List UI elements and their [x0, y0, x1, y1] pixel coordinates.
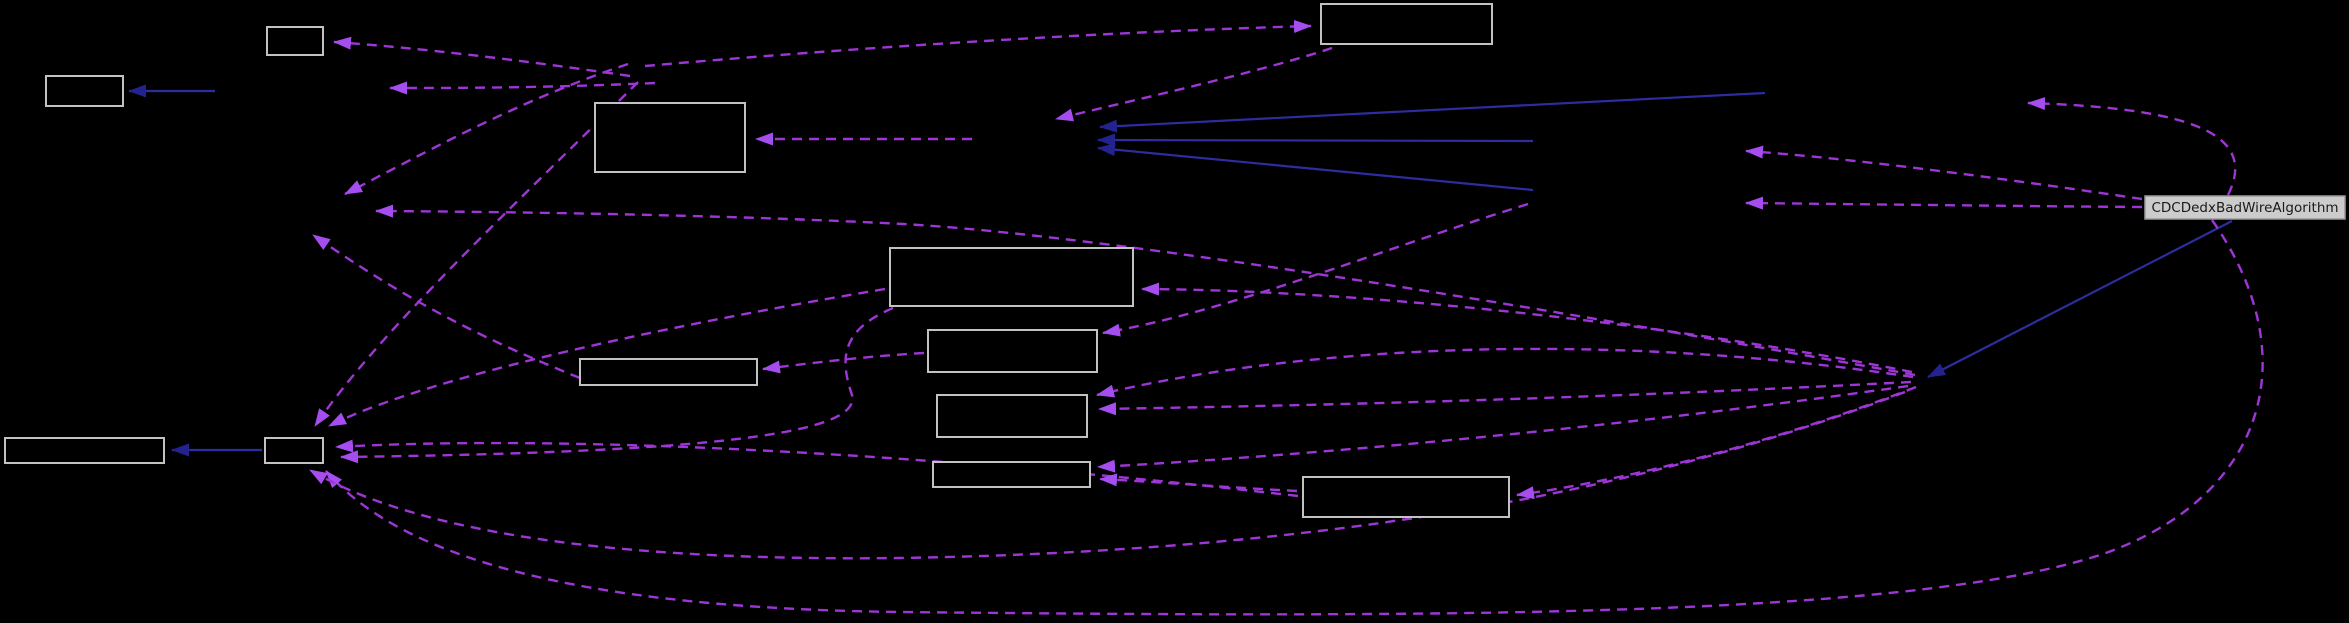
usage-edge-dashed — [644, 19, 1312, 68]
usage-edge-dashed — [314, 81, 639, 427]
graph-node-box-far-left-bottom[interactable] — [4, 437, 165, 464]
usage-edge-dashed — [335, 439, 1299, 498]
usage-edge-dashed — [762, 351, 925, 374]
graph-node-box-center-4[interactable] — [932, 461, 1091, 488]
usage-edge-dashed — [1745, 145, 2143, 201]
graph-node-box-center-right[interactable] — [1302, 476, 1510, 518]
usage-edge-dashed — [344, 62, 629, 196]
usage-edge-dashed — [2027, 97, 2237, 196]
graph-node-box-hub[interactable] — [264, 437, 324, 464]
usage-edge-dashed — [389, 81, 656, 95]
usage-edge-dashed — [1141, 282, 1913, 374]
inheritance-edge-solid — [1927, 220, 2233, 378]
usage-edge-dashed — [1098, 380, 1912, 416]
usage-edge-dashed — [325, 219, 2264, 616]
inheritance-edge-solid — [1097, 143, 1534, 192]
graph-node-label: CDCDedxBadWireAlgorithm — [2151, 200, 2338, 216]
graph-node-box-top-small[interactable] — [266, 26, 324, 56]
usage-edge-dashed — [1096, 347, 1914, 398]
usage-edge-dashed — [333, 36, 631, 78]
graph-node-box-center-1[interactable] — [889, 247, 1134, 307]
usage-edge-dashed — [340, 306, 894, 464]
graph-node-box-center-3[interactable] — [936, 394, 1088, 438]
graph-node-box-left-center[interactable] — [579, 358, 758, 386]
graph-node-highlighted[interactable] — [2144, 195, 2346, 220]
usage-edge-dashed — [1055, 46, 1333, 122]
graph-node-box-large[interactable] — [594, 102, 746, 173]
graph-node-box-center-2[interactable] — [927, 329, 1098, 373]
usage-edge-dashed — [312, 234, 581, 380]
usage-edge-dashed — [1745, 196, 2143, 210]
inheritance-edge-solid — [1099, 91, 1766, 133]
usage-edge-dashed — [1097, 384, 1909, 473]
usage-edge-dashed — [328, 287, 886, 428]
usage-edge-dashed — [1516, 385, 1917, 500]
graph-node-box-far-left-top[interactable] — [45, 75, 124, 107]
usage-edge-dashed — [1099, 473, 1298, 493]
graph-node-box-top-right[interactable] — [1320, 3, 1493, 45]
usage-edge-dashed — [1102, 202, 1529, 337]
inheritance-edge-solid — [1097, 133, 1534, 147]
usage-edge-dashed — [375, 204, 1916, 377]
